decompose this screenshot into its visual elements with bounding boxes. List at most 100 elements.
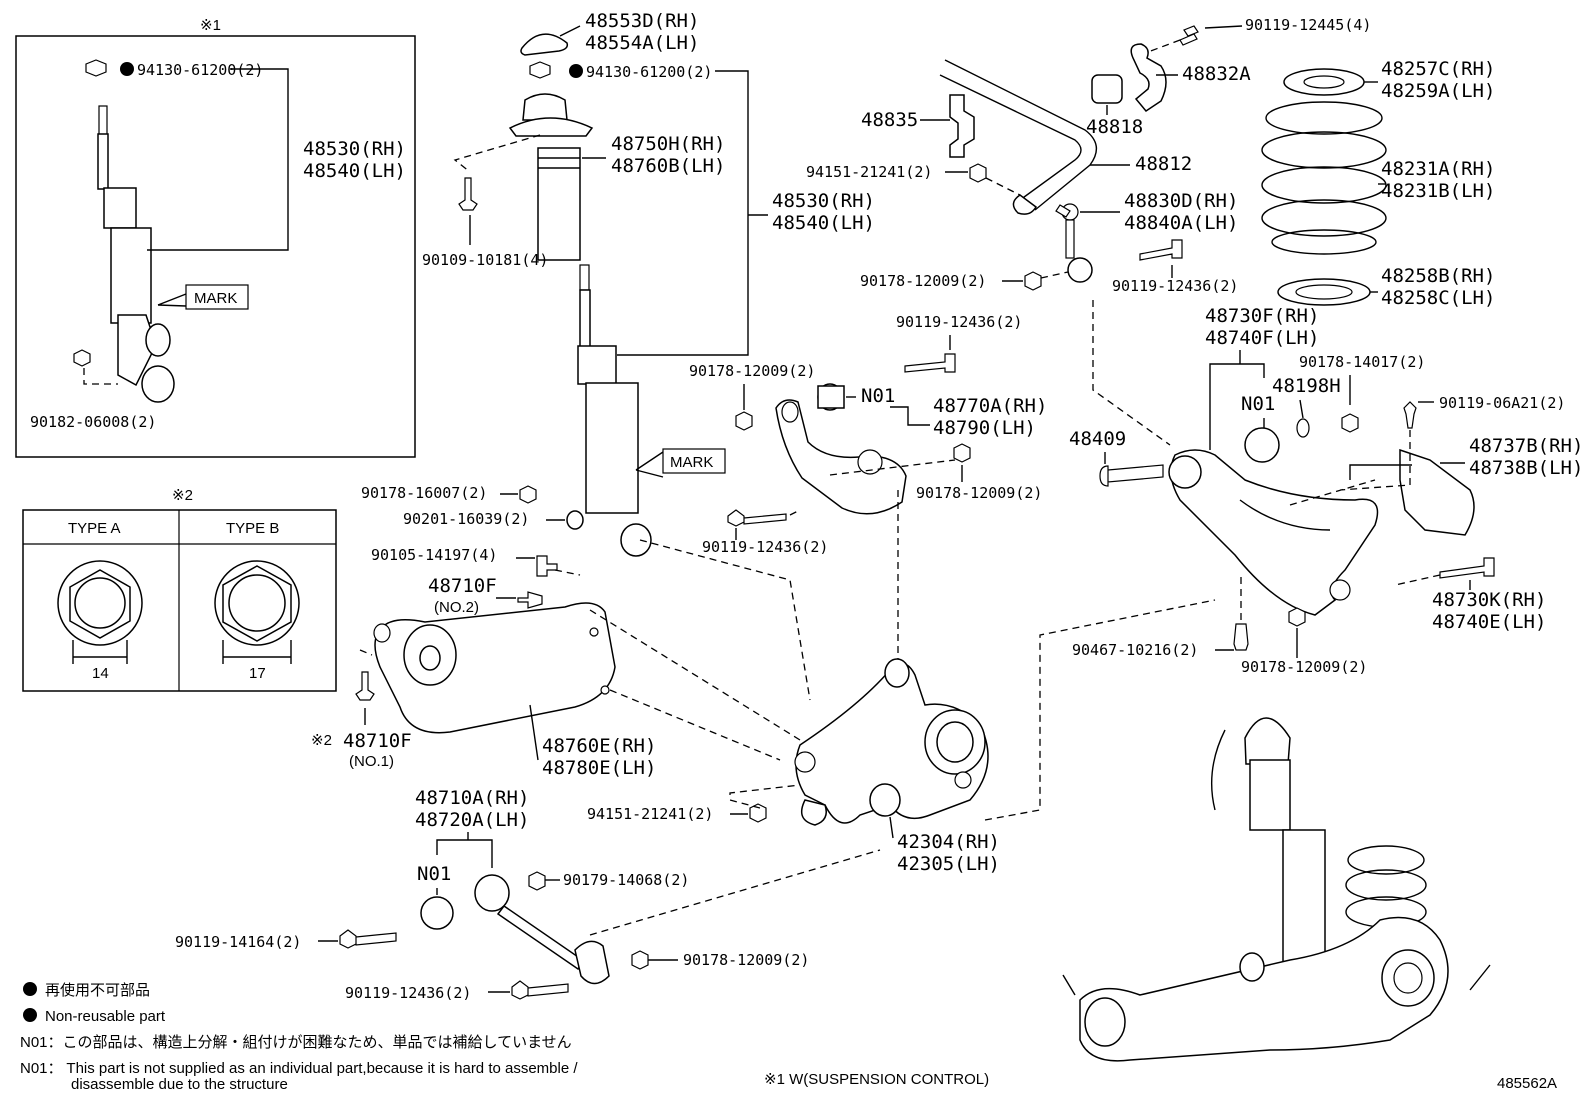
spring-lh: 48231B(LH) [1381, 180, 1495, 202]
leader-line [436, 832, 493, 868]
bolt-icon [339, 929, 397, 949]
nonreusable-dot-icon [569, 64, 583, 78]
leader-line [889, 816, 894, 839]
cover-lh: 48738B(LH) [1469, 457, 1583, 479]
center-bolt-top: 90109-10181(4) [422, 251, 548, 269]
bolt-f: 90119-12436(2) [345, 984, 471, 1002]
bushing-icon [420, 896, 454, 930]
box1-absorber-rh: 48530(RH) [303, 138, 406, 160]
bracket-label: 48832A [1182, 63, 1251, 85]
upper-arm-rh: 48770A(RH) [933, 395, 1047, 417]
dash-line [359, 609, 801, 761]
nut-icon [1288, 607, 1306, 627]
legend-n01-jp: N01：この部品は、構造上分解・組付けが困難なため、単品では補給していません [20, 1034, 572, 1051]
legend-n01-en-1: N01： This part is not supplied as an ind… [20, 1060, 578, 1077]
link-lh: 48840A(LH) [1124, 212, 1238, 234]
nut-g: 90178-12009(2) [860, 272, 986, 290]
mark-pointer [157, 293, 187, 307]
dash-line [789, 490, 899, 665]
dash-line [985, 177, 1021, 196]
bolt-icon [536, 555, 558, 577]
legend-n01-en-2: disassemble due to the structure [71, 1076, 288, 1093]
lower-insul-lh: 48258C(LH) [1381, 287, 1495, 309]
trailing-arm-icon [373, 602, 616, 734]
center-nut: 94130-61200(2) [586, 63, 712, 81]
lower-arm-icon [1168, 449, 1379, 616]
upper-arm-lh: 48790(LH) [933, 417, 1036, 439]
bolt-icon [1139, 239, 1183, 261]
leader-line [83, 368, 118, 385]
center-washer: 90201-16039(2) [403, 510, 529, 528]
lower-insul-rh: 48258B(RH) [1381, 265, 1495, 287]
support-lh: 48760B(LH) [611, 155, 725, 177]
rod-lh: 48720A(LH) [415, 809, 529, 831]
cover-icon [1399, 448, 1475, 536]
rod-rh: 48710A(RH) [415, 787, 529, 809]
leader-line [1299, 399, 1304, 419]
bracket-icon [949, 94, 975, 158]
bolt-h: 90119-12436(2) [1112, 277, 1238, 295]
bolt-icon [904, 353, 956, 373]
nut-icon [519, 485, 537, 504]
bushing-icon [817, 385, 845, 409]
bolt-g: 90119-12445(4) [1245, 16, 1371, 34]
arm-bolt2-marker: ※2 [311, 732, 332, 749]
bracket2-label: 48835 [861, 109, 918, 131]
upper-bolt: 90119-12436(2) [896, 313, 1022, 331]
nonreusable-dot-icon [120, 62, 134, 76]
bolt-icon [355, 671, 375, 701]
bar-label: 48812 [1135, 153, 1192, 175]
bolt-k: 90467-10216(2) [1072, 641, 1198, 659]
box2-group: ※2 TYPE A TYPE B 14 17 [22, 487, 337, 692]
leader-line [147, 68, 289, 251]
arm-bolt: 48710F [428, 575, 497, 597]
leader-line [890, 406, 930, 426]
legend-group: 再使用不可部品 Non-reusable part N01：この部品は、構造上分… [20, 982, 1557, 1093]
bush-part: 48198H [1272, 375, 1341, 397]
dash-line [554, 539, 811, 701]
knuckle-icon [794, 658, 989, 826]
bolt-icon [1099, 464, 1164, 487]
box1-nut-label: 94130-61200(2) [137, 61, 263, 79]
box1-bolt-label: 90182-06008(2) [30, 413, 156, 431]
lower-arm-lh: 48740F(LH) [1205, 327, 1319, 349]
type-a-label: TYPE A [68, 520, 121, 537]
legend-nonreusable-jp: 再使用不可部品 [45, 982, 150, 999]
center-bolt-b: 90105-14197(4) [371, 546, 497, 564]
insul-rh: 48257C(RH) [1381, 58, 1495, 80]
dash-line [1040, 271, 1171, 446]
leader-line [617, 70, 749, 356]
lower-arm-rh: 48730F(RH) [1205, 305, 1319, 327]
upper-arm-icon [775, 399, 907, 515]
assembled-view-icon [1062, 717, 1491, 1062]
figure-id: 485562A [1497, 1075, 1557, 1092]
leader-line [559, 25, 581, 37]
bolt-icon [1179, 25, 1199, 46]
center-mark-label: MARK [670, 454, 713, 471]
bolt-icon [1233, 623, 1249, 651]
size-b-label: 17 [249, 665, 266, 682]
arm-bolt2-note: (NO.1) [349, 753, 394, 770]
insul-lh: 48259A(LH) [1381, 80, 1495, 102]
bolt-j-rh: 48730K(RH) [1432, 589, 1546, 611]
bolt-icon [458, 177, 478, 211]
nut-icon [1341, 413, 1359, 433]
nut-icon [529, 61, 551, 79]
nonreusable-dot-icon [23, 982, 37, 996]
center-group: 48553D(RH) 48554A(LH) 94130-61200(2) 487… [175, 10, 1216, 1002]
spring-insulator-icon [1283, 68, 1365, 96]
bolt-i: 90119-06A21(2) [1439, 394, 1565, 412]
center-nut-a: 90178-16007(2) [361, 484, 487, 502]
cap-icon [520, 33, 569, 56]
cover-rh: 48737B(RH) [1469, 435, 1583, 457]
nut-icon [1024, 271, 1042, 291]
center-absorber-rh: 48530(RH) [772, 190, 875, 212]
type-b-hex-icon [214, 560, 300, 664]
mark-pointer [635, 451, 664, 478]
nut-e: 90178-12009(2) [683, 951, 809, 969]
lateral-rod-icon [474, 874, 610, 985]
spring-rh: 48231A(RH) [1381, 158, 1495, 180]
knuckle-rh: 42304(RH) [897, 831, 1000, 853]
mark-tag [185, 284, 249, 310]
link-rh: 48830D(RH) [1124, 190, 1238, 212]
